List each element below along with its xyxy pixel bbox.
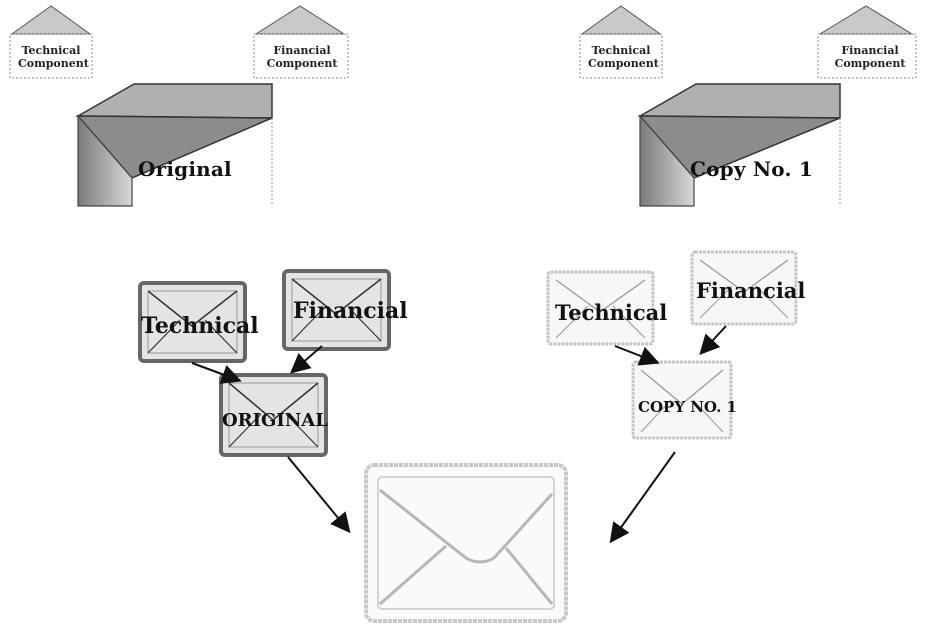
financial-component-envelope-icon [253, 5, 349, 79]
financial-component-envelope-icon [817, 5, 917, 79]
left-original-envelope-icon [219, 373, 328, 457]
arrow-icon [614, 345, 660, 366]
arrow-icon [287, 456, 351, 534]
right-technical-envelope-icon [546, 270, 655, 346]
financial-component-label: Financial Component [266, 44, 338, 70]
arrow-icon [609, 451, 676, 544]
technical-component-envelope-icon [579, 5, 663, 79]
right-financial-envelope-icon [690, 250, 798, 326]
financial-component-label: Financial Component [834, 44, 906, 70]
technical-component-label: Technical Component [18, 44, 89, 70]
right-copy-label: COPY NO. 1 [638, 398, 737, 416]
original-envelope-label: Original [138, 157, 232, 181]
left-technical-label: Technical [141, 313, 259, 339]
technical-component-label: Technical Component [588, 44, 659, 70]
final-mail-envelope-icon [364, 463, 568, 623]
right-technical-label: Technical [555, 300, 668, 325]
left-original-label: ORIGINAL [222, 410, 328, 431]
copy-envelope-label: Copy No. 1 [690, 157, 813, 181]
right-financial-label: Financial [696, 278, 806, 303]
technical-component-envelope-icon [9, 5, 93, 79]
left-financial-envelope-icon [282, 269, 391, 351]
left-technical-envelope-icon [138, 281, 247, 363]
arrow-icon [699, 325, 727, 355]
arrow-icon [289, 345, 323, 374]
original-folder-envelope-icon [75, 83, 273, 207]
copy-folder-envelope-icon [637, 83, 841, 207]
right-copy-envelope-icon [631, 360, 733, 440]
arrow-icon [191, 362, 242, 384]
left-financial-label: Financial [293, 298, 408, 324]
